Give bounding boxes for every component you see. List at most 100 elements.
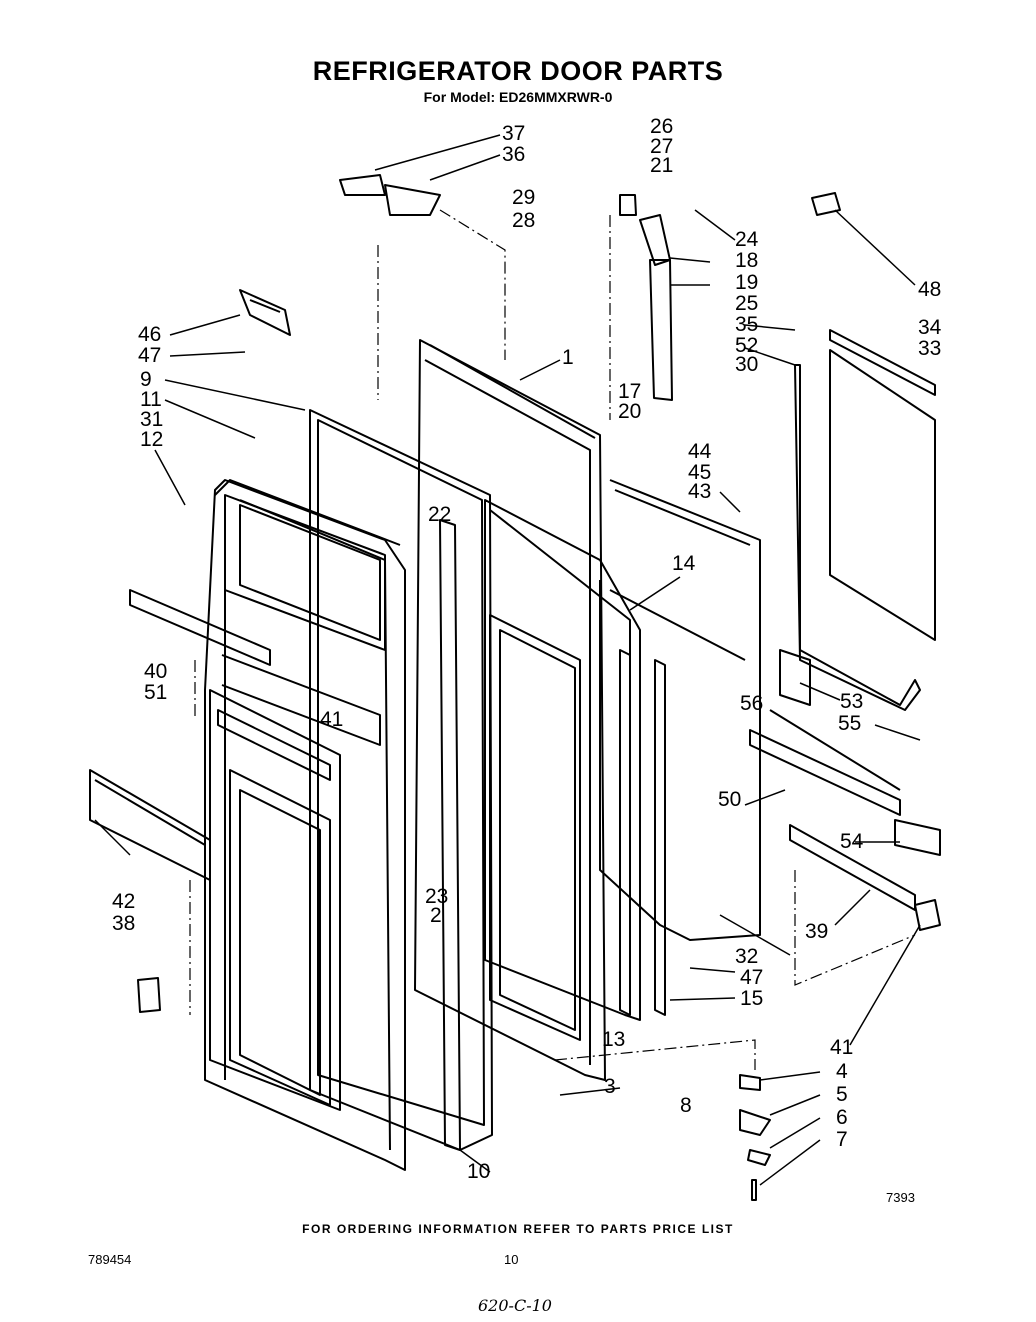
arrow-47	[169, 351, 246, 357]
callout-28: 28	[512, 209, 535, 232]
callout-43: 43	[688, 480, 711, 503]
callout-44: 44	[688, 440, 712, 463]
callout-25: 25	[735, 292, 758, 315]
callout-3: 3	[604, 1075, 616, 1098]
gasket-frame	[484, 499, 641, 1021]
callout-30: 30	[735, 353, 758, 376]
arrow-1	[519, 359, 561, 381]
callout-35: 35	[735, 313, 758, 336]
clip-48	[811, 192, 841, 216]
callout-2: 2	[430, 904, 442, 927]
callout-29: 29	[512, 186, 535, 209]
callout-50: 50	[718, 788, 741, 811]
liner-upper-panel	[221, 494, 386, 746]
arrow-14	[629, 576, 681, 611]
ordering-note: FOR ORDERING INFORMATION REFER TO PARTS …	[302, 1222, 734, 1236]
vertical-bar	[794, 364, 921, 711]
callout-54: 54	[840, 830, 864, 853]
leader-right	[794, 870, 916, 986]
outer-panel	[829, 329, 936, 641]
diagram-title: REFRIGERATOR DOOR PARTS	[312, 56, 724, 86]
callout-19: 19	[735, 271, 758, 294]
gasket-strip	[439, 519, 461, 1151]
bracket-53	[779, 649, 811, 706]
callout-8: 8	[680, 1094, 692, 1117]
arrow-47b	[689, 967, 736, 973]
arrow-12	[154, 449, 186, 506]
callout-32: 32	[735, 945, 758, 968]
callout-26: 26	[650, 115, 673, 138]
callout-53: 53	[840, 690, 863, 713]
callout-12: 12	[140, 428, 163, 451]
callout-18: 18	[735, 249, 758, 272]
callout-11: 11	[140, 388, 162, 411]
arrow-9	[164, 379, 306, 411]
callout-14: 14	[672, 552, 696, 575]
arrow-15	[669, 997, 736, 1001]
arrow-7	[759, 1139, 821, 1186]
callout-34: 34	[918, 316, 942, 339]
callout-33: 33	[918, 337, 941, 360]
callout-56: 56	[740, 692, 763, 715]
callout-55: 55	[838, 712, 861, 735]
bin-38	[137, 977, 161, 1013]
callout-41: 41	[320, 708, 343, 731]
callout-51: 51	[144, 681, 167, 704]
arrow-3	[559, 1087, 621, 1096]
door-liner-outer	[204, 479, 406, 1171]
callout-22: 22	[428, 503, 451, 526]
callout-52: 52	[735, 334, 758, 357]
door-gasket	[309, 409, 493, 1151]
door-shelf-lower	[89, 769, 211, 881]
arrow-5	[769, 1094, 821, 1116]
arrow-39	[834, 889, 871, 926]
arrow-24	[694, 209, 736, 241]
arrow-55	[874, 724, 921, 741]
arrow-32	[719, 914, 791, 956]
callout-41: 41	[830, 1036, 853, 1059]
arrow-4	[759, 1071, 821, 1081]
arrow-36	[429, 154, 501, 181]
leader-bottom	[554, 1039, 756, 1070]
arrow-48	[834, 209, 916, 286]
document-number: 789454	[88, 1252, 132, 1267]
right-shelf-upper	[749, 709, 901, 816]
callout-17: 17	[618, 380, 641, 403]
arrow-18	[669, 257, 711, 263]
callout-21: 21	[650, 154, 673, 177]
callout-10: 10	[467, 1160, 490, 1183]
callout-48: 48	[918, 278, 941, 301]
page-number: 10	[504, 1252, 519, 1267]
arrow-41b	[849, 924, 921, 1046]
bracket-54	[894, 819, 941, 856]
rear-liner	[599, 479, 761, 941]
callout-42: 42	[112, 890, 135, 913]
handwritten-note: 620-C-10	[478, 1296, 552, 1315]
callout-1: 1	[562, 346, 574, 369]
arrow-42	[94, 819, 131, 856]
arrow-6	[769, 1117, 821, 1149]
callout-39: 39	[805, 920, 828, 943]
liner-lower-panel	[209, 689, 341, 1111]
arrow-37	[374, 134, 501, 171]
callout-15: 15	[740, 987, 763, 1010]
callout-40: 40	[144, 660, 167, 683]
hinge-bottom	[739, 1074, 771, 1201]
callout-23: 23	[425, 885, 448, 908]
callout-27: 27	[650, 135, 673, 158]
callout-7: 7	[836, 1128, 848, 1151]
arrow-11	[164, 399, 256, 439]
door-shelf-upper	[129, 589, 271, 666]
callout-4: 4	[836, 1060, 848, 1083]
arrow-46	[169, 314, 241, 336]
handle-assembly	[619, 194, 673, 401]
callout-24: 24	[735, 228, 759, 251]
cam-bracket	[339, 174, 441, 216]
arrow-10	[459, 1149, 491, 1173]
callout-46: 46	[138, 323, 161, 346]
arrow-43	[719, 491, 741, 513]
leader-cam	[439, 209, 506, 360]
callout-13: 13	[602, 1028, 625, 1051]
